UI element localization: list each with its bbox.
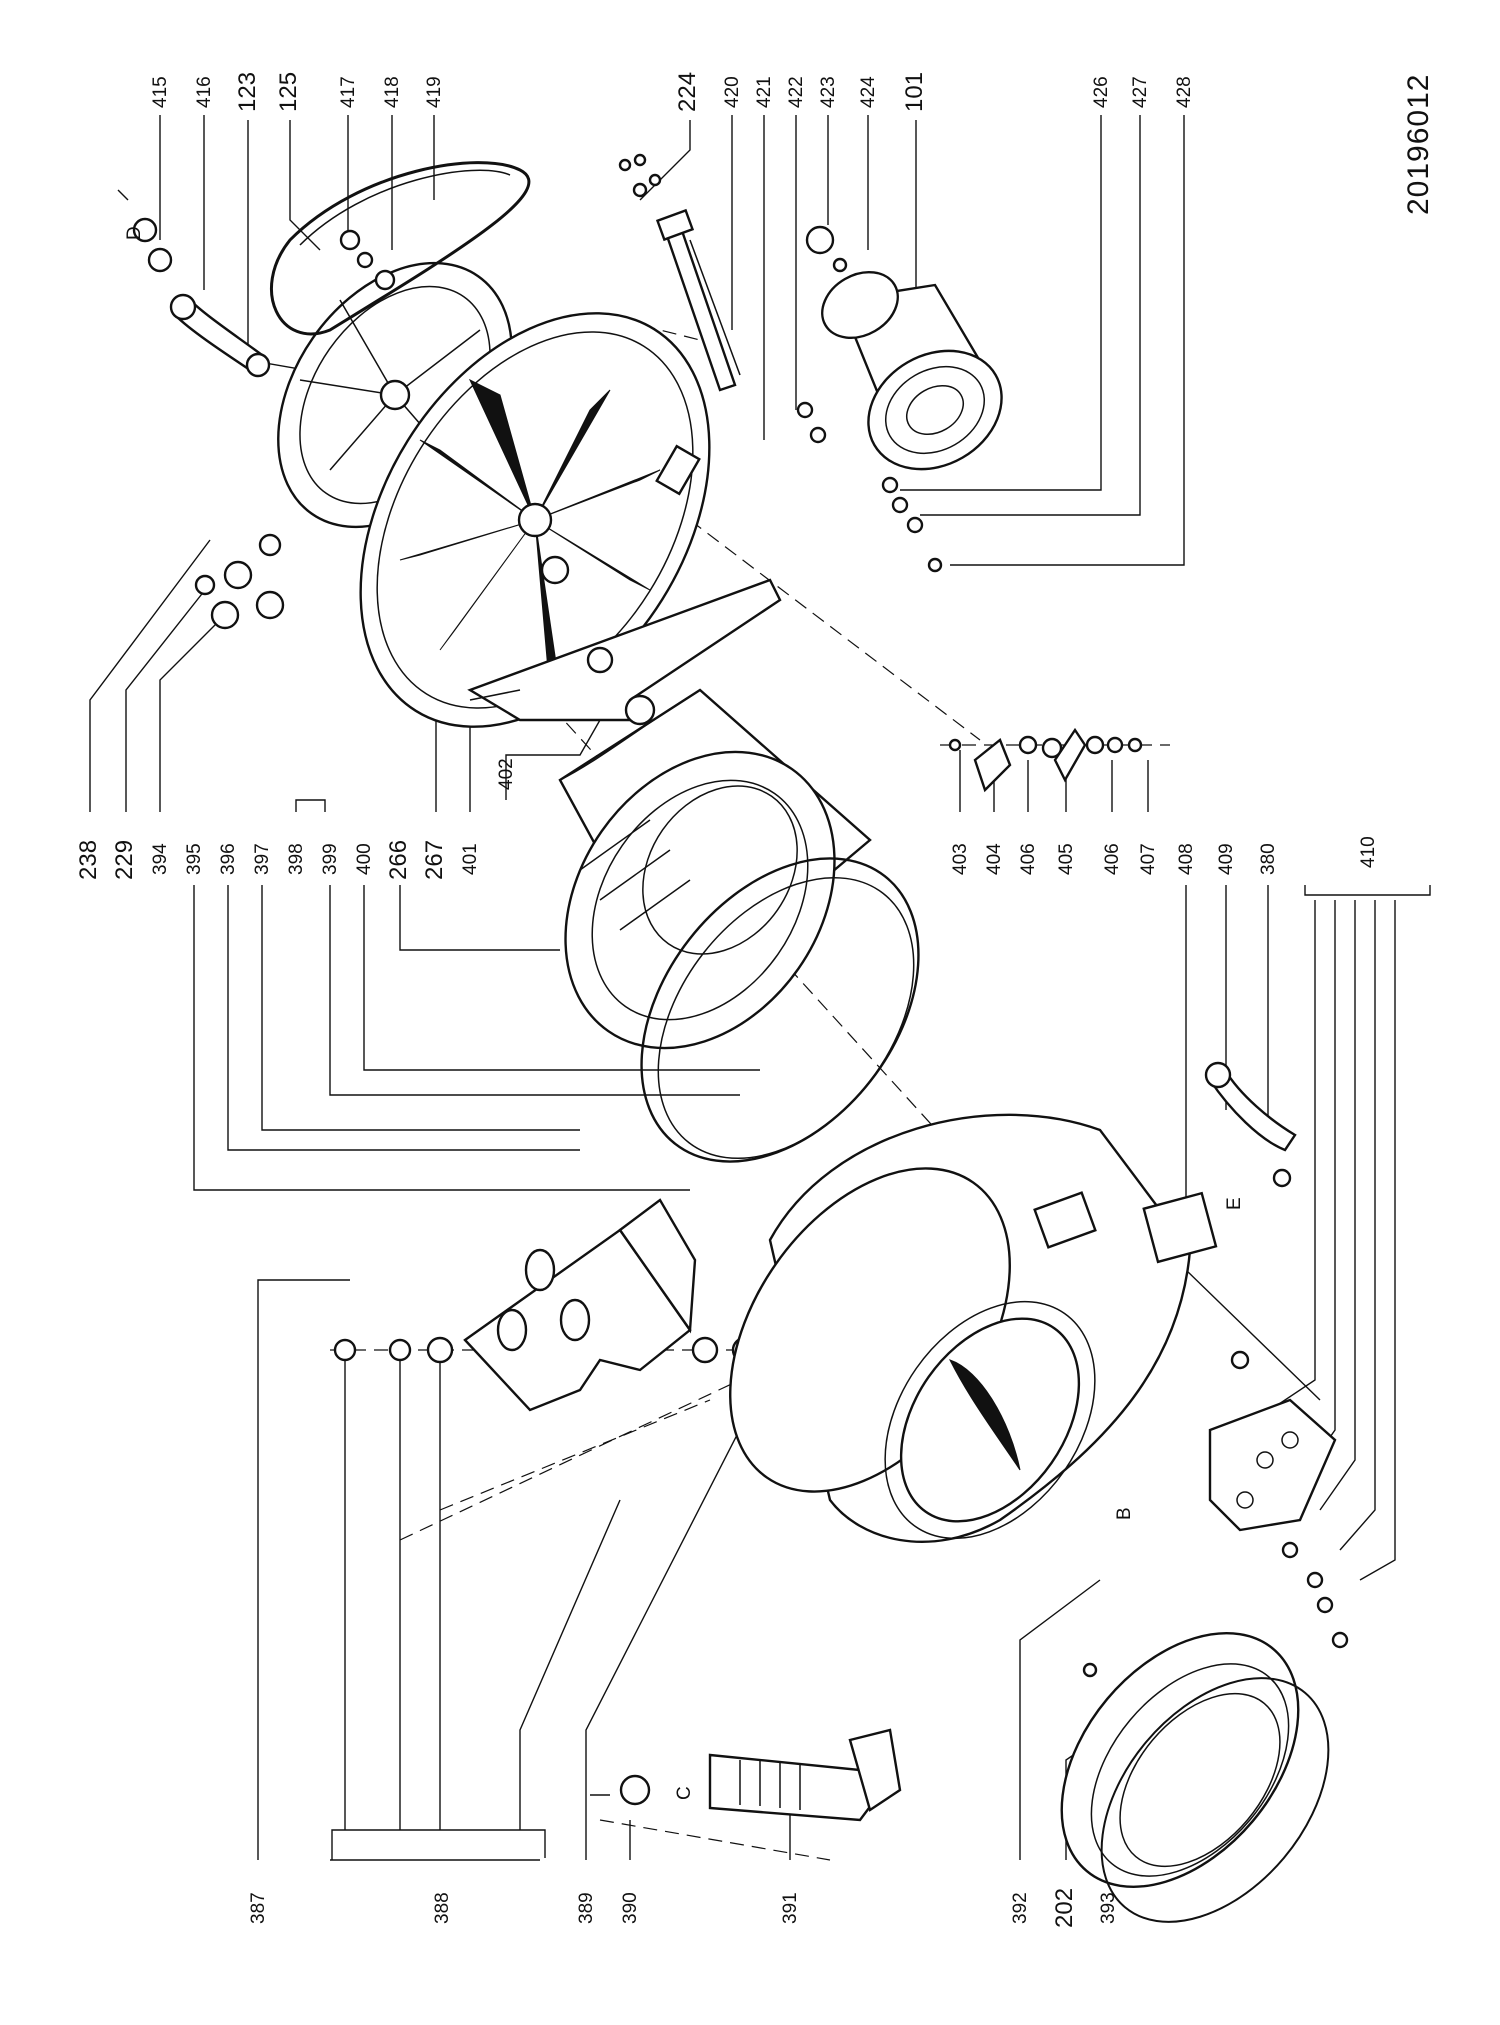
callout-393: 393 — [1098, 1892, 1119, 1924]
motor — [796, 225, 1003, 573]
callout-420: 420 — [722, 76, 743, 108]
heater-element — [618, 153, 741, 392]
callout-401: 401 — [460, 843, 481, 875]
callout-125: 125 — [275, 72, 302, 112]
callout-380: 380 — [1258, 843, 1279, 875]
callout-238: 238 — [75, 840, 102, 880]
drum-spider-arm — [467, 578, 782, 726]
callout-406a: 406 — [1018, 843, 1039, 875]
inner-drum — [558, 688, 872, 1050]
callout-416: 416 — [194, 76, 215, 108]
callout-202: 202 — [1051, 1888, 1078, 1928]
callout-394: 394 — [150, 843, 171, 875]
callout-392: 392 — [1010, 1892, 1031, 1924]
counterweight — [463, 1198, 697, 1412]
latch-parts — [948, 727, 1143, 793]
callout-388: 388 — [432, 1892, 453, 1924]
callout-421: 421 — [754, 76, 775, 108]
callout-417: 417 — [338, 76, 359, 108]
outer-tub — [729, 1113, 1218, 1543]
left-small-parts — [194, 533, 285, 630]
top-callout-labels: 415 416 123 125 417 418 419 224 420 421 … — [150, 72, 1195, 112]
ref-marker-C: C — [674, 1786, 695, 1800]
callout-399: 399 — [320, 843, 341, 875]
callout-397: 397 — [252, 843, 273, 875]
nuts-417-418 — [339, 229, 396, 291]
callout-390: 390 — [620, 1892, 641, 1924]
hose-409: E — [1204, 1061, 1297, 1210]
callout-419: 419 — [424, 76, 445, 108]
callout-224: 224 — [674, 72, 701, 112]
callout-427: 427 — [1130, 76, 1151, 108]
callout-391: 391 — [780, 1892, 801, 1924]
callout-426: 426 — [1091, 76, 1112, 108]
callout-415: 415 — [150, 76, 171, 108]
callout-266: 266 — [385, 840, 412, 880]
callout-423: 423 — [818, 76, 839, 108]
callout-395: 395 — [184, 843, 205, 875]
callout-410: 410 — [1358, 836, 1379, 868]
tub-rear-cover — [359, 312, 711, 728]
callout-428: 428 — [1174, 76, 1195, 108]
drive-belt — [270, 161, 531, 336]
callout-123: 123 — [234, 72, 261, 112]
callout-422: 422 — [786, 76, 807, 108]
right-callout-labels: 403 404 406 405 406 407 408 409 380 410 — [950, 836, 1379, 875]
callout-409: 409 — [1216, 843, 1237, 875]
callout-403: 403 — [950, 843, 971, 875]
callout-408: 408 — [1176, 843, 1197, 875]
callout-418: 418 — [382, 76, 403, 108]
ref-marker-E: E — [1224, 1197, 1245, 1210]
document-number: 20196012 — [1402, 74, 1435, 215]
bottom-callout-labels: 387 388 389 390 391 392 202 393 — [248, 1888, 1119, 1928]
hose-416: D — [117, 189, 271, 378]
ref-marker-D: D — [124, 226, 145, 240]
drum-seal-ring — [640, 857, 920, 1163]
mount-bracket — [1208, 1350, 1349, 1649]
callout-267: 267 — [421, 840, 448, 880]
drain-hose-391: C — [590, 1728, 902, 1822]
door-boot-gasket: B — [1060, 1507, 1330, 1923]
callout-405: 405 — [1056, 843, 1077, 875]
callout-398: 398 — [286, 843, 307, 875]
callout-400: 400 — [354, 843, 375, 875]
callout-396: 396 — [218, 843, 239, 875]
callout-407: 407 — [1138, 843, 1159, 875]
left-callout-labels: 238 229 394 395 396 397 398 399 400 266 … — [75, 758, 517, 880]
callout-229: 229 — [111, 840, 138, 880]
callout-404: 404 — [984, 843, 1005, 875]
callout-406b: 406 — [1102, 843, 1123, 875]
callout-387: 387 — [248, 1892, 269, 1924]
ref-marker-B: B — [1114, 1507, 1135, 1520]
callout-389: 389 — [576, 1892, 597, 1924]
callout-101: 101 — [901, 72, 928, 112]
callout-424: 424 — [858, 76, 879, 108]
